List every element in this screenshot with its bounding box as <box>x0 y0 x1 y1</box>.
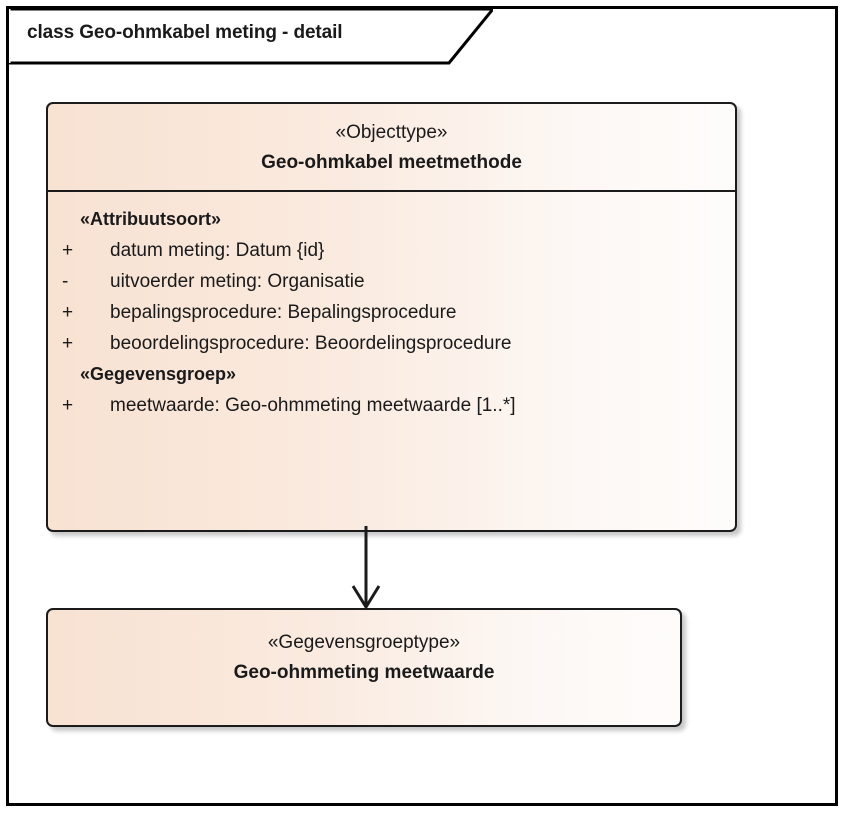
attribute-label: bepalingsprocedure: Bepalingsprocedure <box>110 302 457 323</box>
class-header-second: «Gegevensgroeptype» Geo-ohmmeting meetwa… <box>48 610 680 700</box>
class-name: Geo-ohmmeting meetwaarde <box>233 662 495 683</box>
visibility-marker: + <box>62 240 74 261</box>
attribute-label: beoordelingsprocedure: Beoordelingsproce… <box>110 333 512 354</box>
connector-composition[interactable] <box>339 526 429 626</box>
group-stereotype-attribuutsoort: «Attribuutsoort» <box>80 209 221 229</box>
attribute-row[interactable]: - uitvoerder meting: Organisatie <box>48 266 735 297</box>
uml-class-geo-ohmmeting-meetwaarde[interactable]: «Gegevensgroeptype» Geo-ohmmeting meetwa… <box>46 608 682 727</box>
visibility-marker: + <box>62 302 74 323</box>
compartment-divider <box>48 190 735 192</box>
attribute-label: meetwaarde: Geo-ohmmeting meetwaarde [1.… <box>110 395 516 416</box>
class-stereotype: «Gegevensgroeptype» <box>267 632 461 653</box>
class-name: Geo-ohmkabel meetmethode <box>261 152 522 173</box>
uml-class-geo-ohmkabel-meetmethode[interactable]: «Objecttype» Geo-ohmkabel meetmethode «A… <box>46 102 737 532</box>
diagram-title-tab[interactable]: class Geo-ohmkabel meting - detail <box>9 9 493 67</box>
class-header-main: «Objecttype» Geo-ohmkabel meetmethode <box>48 104 735 190</box>
attribute-row[interactable]: + datum meting: Datum {id} <box>48 235 735 266</box>
attribute-label: datum meting: Datum {id} <box>110 240 325 261</box>
visibility-marker: - <box>62 271 69 292</box>
attributes-compartment: «Attribuutsoort» + datum meting: Datum {… <box>48 192 735 431</box>
group-stereotype-gegevensgroep: «Gegevensgroep» <box>80 364 237 384</box>
visibility-marker: + <box>62 333 74 354</box>
page-title: class Geo-ohmkabel meting - detail <box>27 22 343 43</box>
class-stereotype: «Objecttype» <box>335 122 448 143</box>
title-tab-shape <box>9 9 493 65</box>
diagram-frame: class Geo-ohmkabel meting - detail «Obje… <box>6 6 838 806</box>
attribute-row[interactable]: + meetwaarde: Geo-ohmmeting meetwaarde [… <box>48 390 735 421</box>
visibility-marker: + <box>62 395 74 416</box>
attribute-label: uitvoerder meting: Organisatie <box>110 271 365 292</box>
arrowhead-icon <box>351 585 381 610</box>
attribute-row[interactable]: + beoordelingsprocedure: Beoordelingspro… <box>48 328 735 359</box>
attribute-row[interactable]: + bepalingsprocedure: Bepalingsprocedure <box>48 297 735 328</box>
